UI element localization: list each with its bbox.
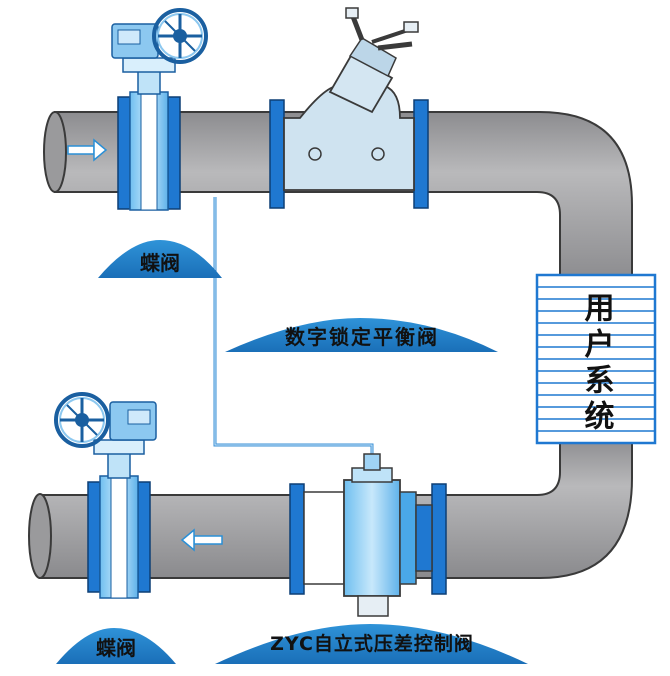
label-butterfly-bottom-text: 蝶阀 <box>96 636 136 660</box>
user-system-box: 用户系统 <box>535 273 657 445</box>
handwheel-icon <box>152 8 208 64</box>
top-pipe <box>54 111 633 286</box>
top-butterfly-valve <box>111 8 208 211</box>
label-butterfly-top: 蝶阀 <box>98 240 222 278</box>
arrow-left-icon <box>180 528 223 552</box>
user-system-label: 用户系统 <box>579 292 615 436</box>
label-butterfly-top-text: 蝶阀 <box>140 251 180 275</box>
bottom-pipe-open-end <box>28 493 52 579</box>
label-balance-valve: 数字锁定平衡阀 <box>225 318 498 352</box>
label-control-valve-text: ZYC自立式压差控制阀 <box>270 632 474 655</box>
arrow-right-icon <box>67 138 108 162</box>
label-butterfly-bottom: 蝶阀 <box>56 628 176 664</box>
balance-handwheel-icon <box>345 7 419 51</box>
handwheel-icon <box>54 392 110 448</box>
label-balance-valve-text: 数字锁定平衡阀 <box>285 325 439 349</box>
top-pipe-open-end <box>43 111 67 193</box>
balance-valve <box>269 7 429 209</box>
bottom-butterfly-valve <box>54 392 157 599</box>
label-control-valve: ZYC自立式压差控制阀 <box>215 624 528 664</box>
control-valve <box>289 453 447 617</box>
